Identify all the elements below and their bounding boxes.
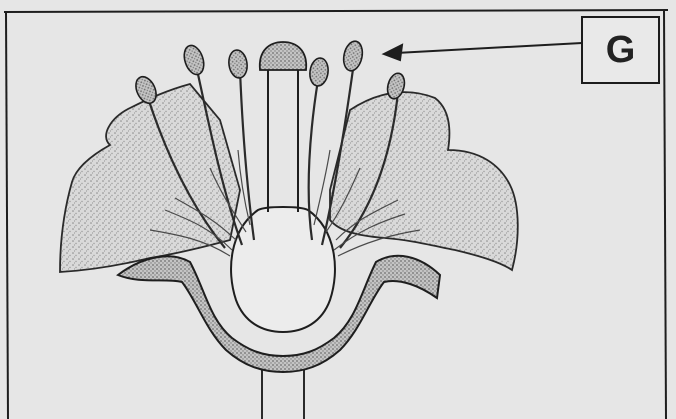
right-petal xyxy=(330,92,518,270)
anther-2 xyxy=(181,43,207,77)
anther-3 xyxy=(227,49,249,79)
left-petal xyxy=(60,84,240,272)
anther-5 xyxy=(341,39,365,72)
label-g-box: G xyxy=(581,16,660,84)
pointer-arrow xyxy=(384,43,582,60)
anther-4 xyxy=(308,57,330,87)
ovary xyxy=(231,207,335,332)
label-g-text: G xyxy=(606,29,636,72)
style xyxy=(268,70,298,212)
stigma xyxy=(260,42,306,70)
